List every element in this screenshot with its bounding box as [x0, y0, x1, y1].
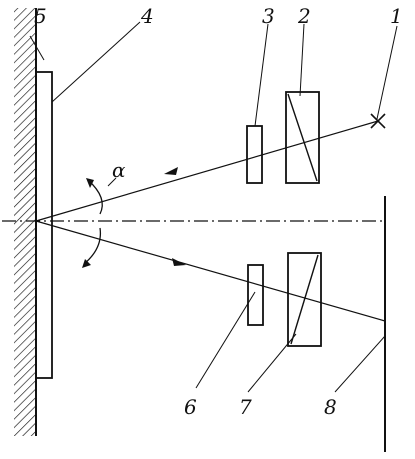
compensator-6 — [247, 264, 264, 326]
compensator-3 — [246, 125, 263, 184]
label-5: 5 — [34, 4, 47, 28]
reflected-ray-arrow — [172, 258, 186, 266]
polarizer-2 — [285, 91, 320, 184]
leader-lines — [29, 21, 398, 393]
label-1: 1 — [390, 4, 403, 28]
analyzer-7 — [287, 252, 322, 347]
label-alpha: α — [112, 158, 126, 182]
label-2: 2 — [297, 4, 311, 28]
label-4: 4 — [140, 4, 154, 28]
reflected-ray — [35, 220, 386, 322]
wall-5 — [14, 8, 37, 436]
light-source-1 — [370, 113, 386, 129]
label-3: 3 — [262, 4, 275, 28]
incident-ray — [35, 120, 379, 222]
incident-ray-arrow — [164, 167, 178, 175]
label-7: 7 — [239, 395, 252, 419]
label-6: 6 — [184, 395, 197, 419]
label-8: 8 — [324, 395, 337, 419]
angle-alpha-arcs — [82, 177, 117, 268]
